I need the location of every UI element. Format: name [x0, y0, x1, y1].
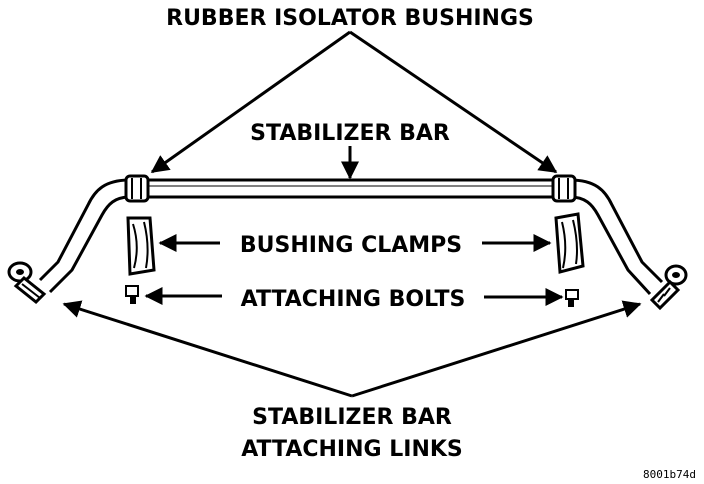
- right-attaching-link: [649, 264, 688, 311]
- leader-arrows: [62, 30, 642, 398]
- label-attaching-links-line1: STABILIZER BAR: [252, 405, 452, 430]
- links-arrow-left: [62, 300, 353, 398]
- right-bushing: [551, 174, 577, 203]
- links-arrow-right: [351, 300, 642, 398]
- label-attaching-links-line2: ATTACHING LINKS: [241, 437, 463, 462]
- right-attaching-bolt: [565, 289, 579, 307]
- left-bushing-clamp: [126, 216, 156, 276]
- label-attaching-bolts: ATTACHING BOLTS: [241, 287, 466, 312]
- right-bushing-clamp: [554, 212, 585, 274]
- label-bushing-clamps: BUSHING CLAMPS: [240, 233, 462, 258]
- bushings-arrow-right: [349, 30, 558, 174]
- reference-code: 8001b74d: [643, 468, 696, 481]
- label-stabilizer-bar: STABILIZER BAR: [250, 121, 450, 146]
- left-attaching-bolt: [125, 285, 139, 304]
- left-attaching-link: [7, 261, 47, 305]
- label-rubber-isolator-bushings: RUBBER ISOLATOR BUSHINGS: [166, 6, 534, 31]
- left-bushing: [124, 174, 150, 203]
- bushings-arrow-left: [150, 30, 351, 174]
